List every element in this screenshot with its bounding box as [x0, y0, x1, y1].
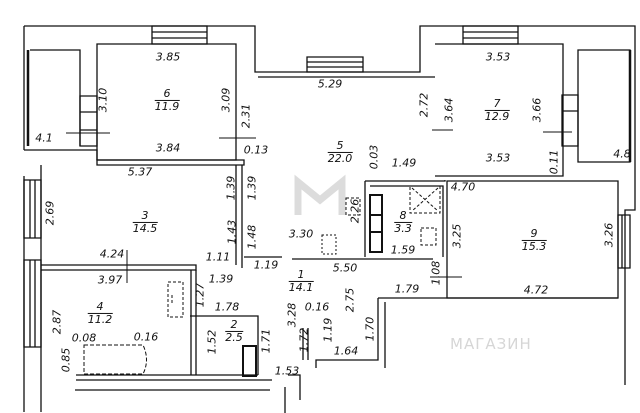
watermark-text: МАГАЗИН	[450, 335, 532, 353]
dimension-label: 0.13	[243, 143, 269, 157]
room-area: 15.3	[521, 239, 547, 253]
dimension-label: 4.72	[523, 283, 549, 297]
dimension-label: 2.87	[50, 309, 64, 335]
dimension-label: 4.8	[613, 147, 631, 161]
dimension-label: 1.72	[297, 327, 311, 353]
dimension-label: 1.49	[391, 156, 417, 170]
dimension-label: 0.85	[59, 347, 73, 373]
dimension-label: 5.29	[317, 77, 343, 91]
dimension-label: 3.84	[155, 141, 181, 155]
dimension-label: 0.08	[71, 331, 97, 345]
room-area: 12.9	[484, 109, 510, 123]
dimension-label: 1.78	[214, 300, 240, 314]
dimension-label: 1.39	[224, 175, 238, 201]
dimension-label: 3.66	[530, 97, 544, 123]
dimension-label: 1.70	[363, 316, 377, 342]
dimension-label: 3.28	[285, 302, 299, 328]
room-area: 11.2	[87, 312, 113, 326]
dimension-label: 1.48	[245, 224, 259, 250]
dimension-label: 2.69	[43, 200, 57, 226]
dimension-label: 1.52	[205, 329, 219, 355]
dimension-label: 1.43	[225, 219, 239, 245]
dimension-label: 3.09	[219, 87, 233, 113]
room-number: 7	[484, 98, 510, 111]
dimension-label: 1.71	[259, 328, 273, 354]
dimension-label: 1.53	[274, 364, 300, 378]
dimension-label: 5.50	[332, 261, 358, 275]
dimension-label: 1.08	[429, 260, 443, 286]
room-number: 6	[154, 88, 180, 101]
dimension-label: 3.26	[602, 222, 616, 248]
watermark-logo-icon	[294, 174, 346, 215]
room-number: 5	[327, 140, 353, 153]
dimension-label: 3.25	[450, 223, 464, 249]
dimension-label: 1.11	[205, 250, 231, 264]
dimension-label: 1.19	[321, 317, 335, 343]
dimension-label: 5.37	[127, 165, 153, 179]
dimension-label: 3.64	[442, 97, 456, 123]
dimension-label: 0.03	[367, 144, 381, 170]
dimension-label: 2.26	[348, 198, 362, 224]
room-number: 4	[87, 301, 113, 314]
dimension-label: 2.31	[239, 103, 253, 129]
dimension-label: 3.53	[485, 151, 511, 165]
dimension-label: 4.24	[99, 247, 125, 261]
dimension-label: 3.97	[97, 273, 123, 287]
dimension-label: 1.39	[245, 175, 259, 201]
room-number: 8	[394, 210, 412, 223]
room-area: 2.5	[225, 330, 243, 344]
dimension-label: 1.27	[193, 282, 207, 308]
dimension-label: 1.39	[208, 272, 234, 286]
dimension-label: 3.85	[155, 50, 181, 64]
room-area: 11.9	[154, 99, 180, 113]
room-area: 3.3	[394, 221, 412, 235]
dimension-label: 1.19	[253, 258, 279, 272]
room-area: 14.1	[288, 280, 314, 294]
room-number: 2	[225, 319, 243, 332]
room-area: 14.5	[132, 221, 158, 235]
dimension-label: 4.70	[450, 180, 476, 194]
dimension-label: 0.16	[304, 300, 330, 314]
dimension-label: 3.10	[96, 87, 110, 113]
dimension-label: 2.72	[417, 92, 431, 118]
dimension-label: 4.1	[35, 131, 53, 145]
dimension-label: 0.11	[547, 149, 561, 175]
room-number: 1	[288, 269, 314, 282]
dimension-label: 2.75	[343, 287, 357, 313]
room-number: 3	[132, 210, 158, 223]
dimension-label: 0.16	[133, 330, 159, 344]
dimension-label: 3.53	[485, 50, 511, 64]
dimension-label: 3.30	[288, 227, 314, 241]
dimension-label: 1.59	[390, 243, 416, 257]
room-number: 9	[521, 228, 547, 241]
room-area: 22.0	[327, 151, 353, 165]
dimension-label: 1.79	[394, 282, 420, 296]
dimension-label: 1.64	[333, 344, 359, 358]
